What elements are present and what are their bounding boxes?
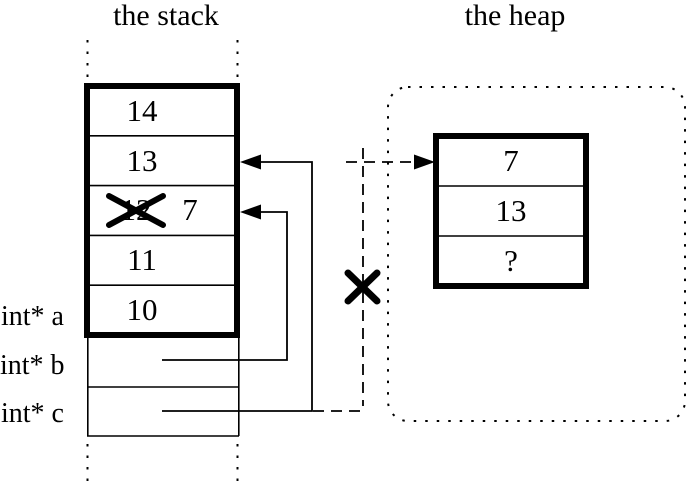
heap-cell-value: 13 [495,193,527,228]
stack-cell-value: 11 [127,242,157,277]
pointer-cells-box [87,338,240,437]
frame-label-c: int* c [1,398,64,429]
stack-cell-value: 13 [126,143,158,178]
frame-label-b: int* b [0,350,65,381]
stack-cell-value: 14 [126,93,158,128]
heap-title: the heap [464,0,566,32]
heap-cell-value: ? [504,243,518,278]
stack-title: the stack [113,0,219,32]
arrowhead-right-icon [414,154,435,170]
old-pointer-c-to-heap-dashed [313,148,435,412]
arrowhead-left-icon [240,154,261,170]
stack-cell-value: 10 [126,292,158,327]
arrowhead-left-icon [240,204,261,220]
heap-cell-value: 7 [503,143,519,178]
frame-label-a: int* a [1,301,64,332]
stack-cell-new-value: 7 [182,192,198,227]
broken-link-x-icon [344,269,381,305]
